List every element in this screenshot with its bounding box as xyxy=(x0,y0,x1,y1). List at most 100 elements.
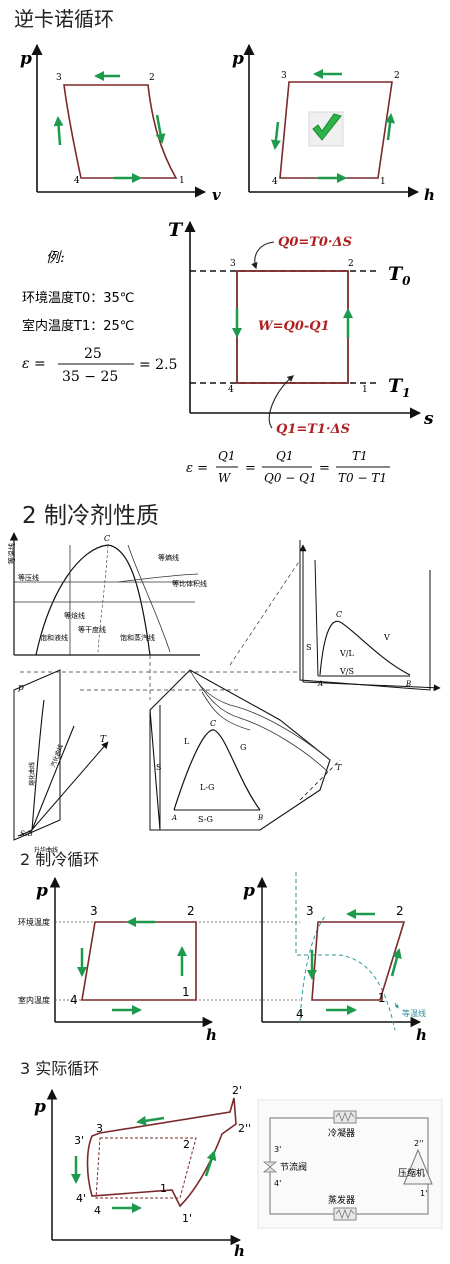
label-triple: S₂B xyxy=(20,830,33,838)
ph-point-4: 4 xyxy=(272,177,278,187)
cop-f1-den: W xyxy=(218,471,232,485)
pvt-C: C xyxy=(210,719,216,728)
indoor-label: 室内温度 xyxy=(18,995,50,1005)
actual-point-3p: 3' xyxy=(74,1134,84,1147)
system-schematic: 冷凝器 蒸发器 节流阀 压缩机 3' 4' 2'' 1' xyxy=(257,1099,443,1229)
pvt-L: L xyxy=(184,737,190,746)
evaporator-coil xyxy=(335,1208,355,1220)
eps-numerator: 25 xyxy=(84,346,102,362)
cycle-right-p-label: p xyxy=(243,881,255,901)
pv-projection-B: B xyxy=(405,680,411,688)
pT-p-label: p xyxy=(18,683,24,693)
q0-label: Q0=T0·ΔS xyxy=(278,235,352,250)
pv-arrow-right xyxy=(155,114,166,144)
cop-f3-num: T1 xyxy=(352,449,368,463)
cycle-left-point-2: 2 xyxy=(187,904,195,918)
pvt-B: B xyxy=(257,814,263,822)
label-isobar: 等压线 xyxy=(18,573,39,582)
example-title: 例: xyxy=(46,250,65,266)
pv-projection-VS: V/S xyxy=(339,667,354,676)
indoor-temp-text: 室内温度T1：25℃ xyxy=(22,318,134,334)
pv-point-4: 4 xyxy=(74,176,80,186)
ts-point-4: 4 xyxy=(228,385,234,395)
check-icon xyxy=(312,113,342,141)
pvt-LG: L-G xyxy=(200,783,214,792)
pv-projection-VL: V/L xyxy=(339,649,354,658)
cycle-right-point-3: 3 xyxy=(306,904,314,918)
pT-T-axis xyxy=(29,741,109,833)
ts-point-3: 3 xyxy=(230,259,236,269)
pvt-T-axis xyxy=(299,759,341,801)
label-isentrope: 等熵线 xyxy=(158,553,179,562)
cycle-right-diagram: p h 3 2 4 1 等温线 xyxy=(243,872,427,1044)
label-critical: C xyxy=(104,534,110,543)
cop-f1-num: Q1 xyxy=(218,449,235,463)
ph-diagram: p h 3 2 4 1 xyxy=(232,43,435,204)
pvt-isotherm-1 xyxy=(189,669,331,761)
pvt-solid-face xyxy=(149,705,161,831)
pT-phase-diagram: p T 熔化曲线 汽化曲线 升华曲线 S₂B xyxy=(13,669,109,854)
pv-projection-V: V xyxy=(383,633,390,642)
cycle-right-point-1: 1 xyxy=(378,991,386,1005)
section-title-refrigerant: 2 制冷剂性质 xyxy=(22,503,159,529)
isodryness-line xyxy=(97,544,109,653)
ph-point-2: 2 xyxy=(394,71,400,81)
isotherm-pointer xyxy=(394,1002,399,1009)
cycle-right-h-label: h xyxy=(416,1026,427,1044)
section-title-reverse-carnot: 逆卡诺循环 xyxy=(14,7,114,31)
cop-f2-num: Q1 xyxy=(276,449,293,463)
section-title-refrigeration-cycle: 2 制冷循环 xyxy=(20,850,99,869)
pv-diagram: p v 3 2 4 1 xyxy=(20,43,221,204)
cycle-right-isotherm xyxy=(295,872,396,1031)
cycle-left-path xyxy=(81,921,197,1001)
projection-guides xyxy=(20,559,301,700)
ts-diagram: T s T0 T1 3 2 4 1 W=Q0-Q1 Q0=T0·ΔS Q1=T1… xyxy=(168,219,434,437)
throttle-valve-icon xyxy=(262,1161,278,1173)
sys-point-1p: 1' xyxy=(420,1189,427,1198)
cycle-right-point-2: 2 xyxy=(396,904,404,918)
label-isodryness: 等干度线 xyxy=(78,625,106,634)
isotherm-label: 等温线 xyxy=(402,1008,426,1018)
actual-h-label: h xyxy=(234,1242,245,1260)
ts-T1-label: T1 xyxy=(388,375,411,400)
pT-vapor-curve xyxy=(31,725,75,831)
pvt-SG: S-G xyxy=(198,815,213,824)
evaporator-label: 蒸发器 xyxy=(328,1194,355,1206)
pvt-A: A xyxy=(171,814,177,822)
eps-symbol: ε = xyxy=(22,356,46,372)
cycle-right-arrow-right xyxy=(390,948,402,977)
ts-T0-label: T0 xyxy=(388,263,411,288)
ambient-temp-text: 环境温度T0：35℃ xyxy=(22,290,134,306)
actual-arrow-top xyxy=(136,1115,165,1126)
throttle-label: 节流阀 xyxy=(280,1161,307,1173)
label-isochore: 等比体积线 xyxy=(172,579,207,588)
ts-T-label: T xyxy=(168,219,184,241)
cycle-left-p-label: p xyxy=(36,881,48,901)
ph-p-label: p xyxy=(232,49,244,69)
actual-point-1p: 1' xyxy=(182,1212,192,1225)
pvt-G: G xyxy=(240,743,246,752)
actual-p-label: p xyxy=(34,1097,46,1117)
cop-eps: ε = xyxy=(186,461,208,476)
pT-frame xyxy=(13,669,61,841)
label-sat-vapor: 饱和蒸汽线 xyxy=(120,633,155,642)
pv-point-1: 1 xyxy=(179,176,185,186)
pvt-T-label: T xyxy=(336,763,342,772)
eps-denominator: 35 − 25 xyxy=(62,369,118,385)
ts-point-2: 2 xyxy=(348,259,354,269)
pv-point-3: 3 xyxy=(56,73,62,83)
ph-point-3: 3 xyxy=(281,71,287,81)
q1-arrow xyxy=(268,375,295,429)
cycle-left-point-1: 1 xyxy=(182,985,190,999)
ts-s-label: s xyxy=(423,409,434,429)
q1-label: Q1=T1·ΔS xyxy=(276,422,350,437)
label-melting: 熔化曲线 xyxy=(28,762,36,786)
pv-point-2: 2 xyxy=(149,73,155,83)
actual-point-2: 2 xyxy=(183,1138,190,1151)
actual-point-4p: 4' xyxy=(76,1192,86,1205)
pv-v-label: v xyxy=(212,186,221,204)
ph-arrow-right xyxy=(385,113,396,141)
label-isenthalp: 等焓线 xyxy=(64,611,85,620)
sys-point-2pp: 2'' xyxy=(414,1139,424,1148)
